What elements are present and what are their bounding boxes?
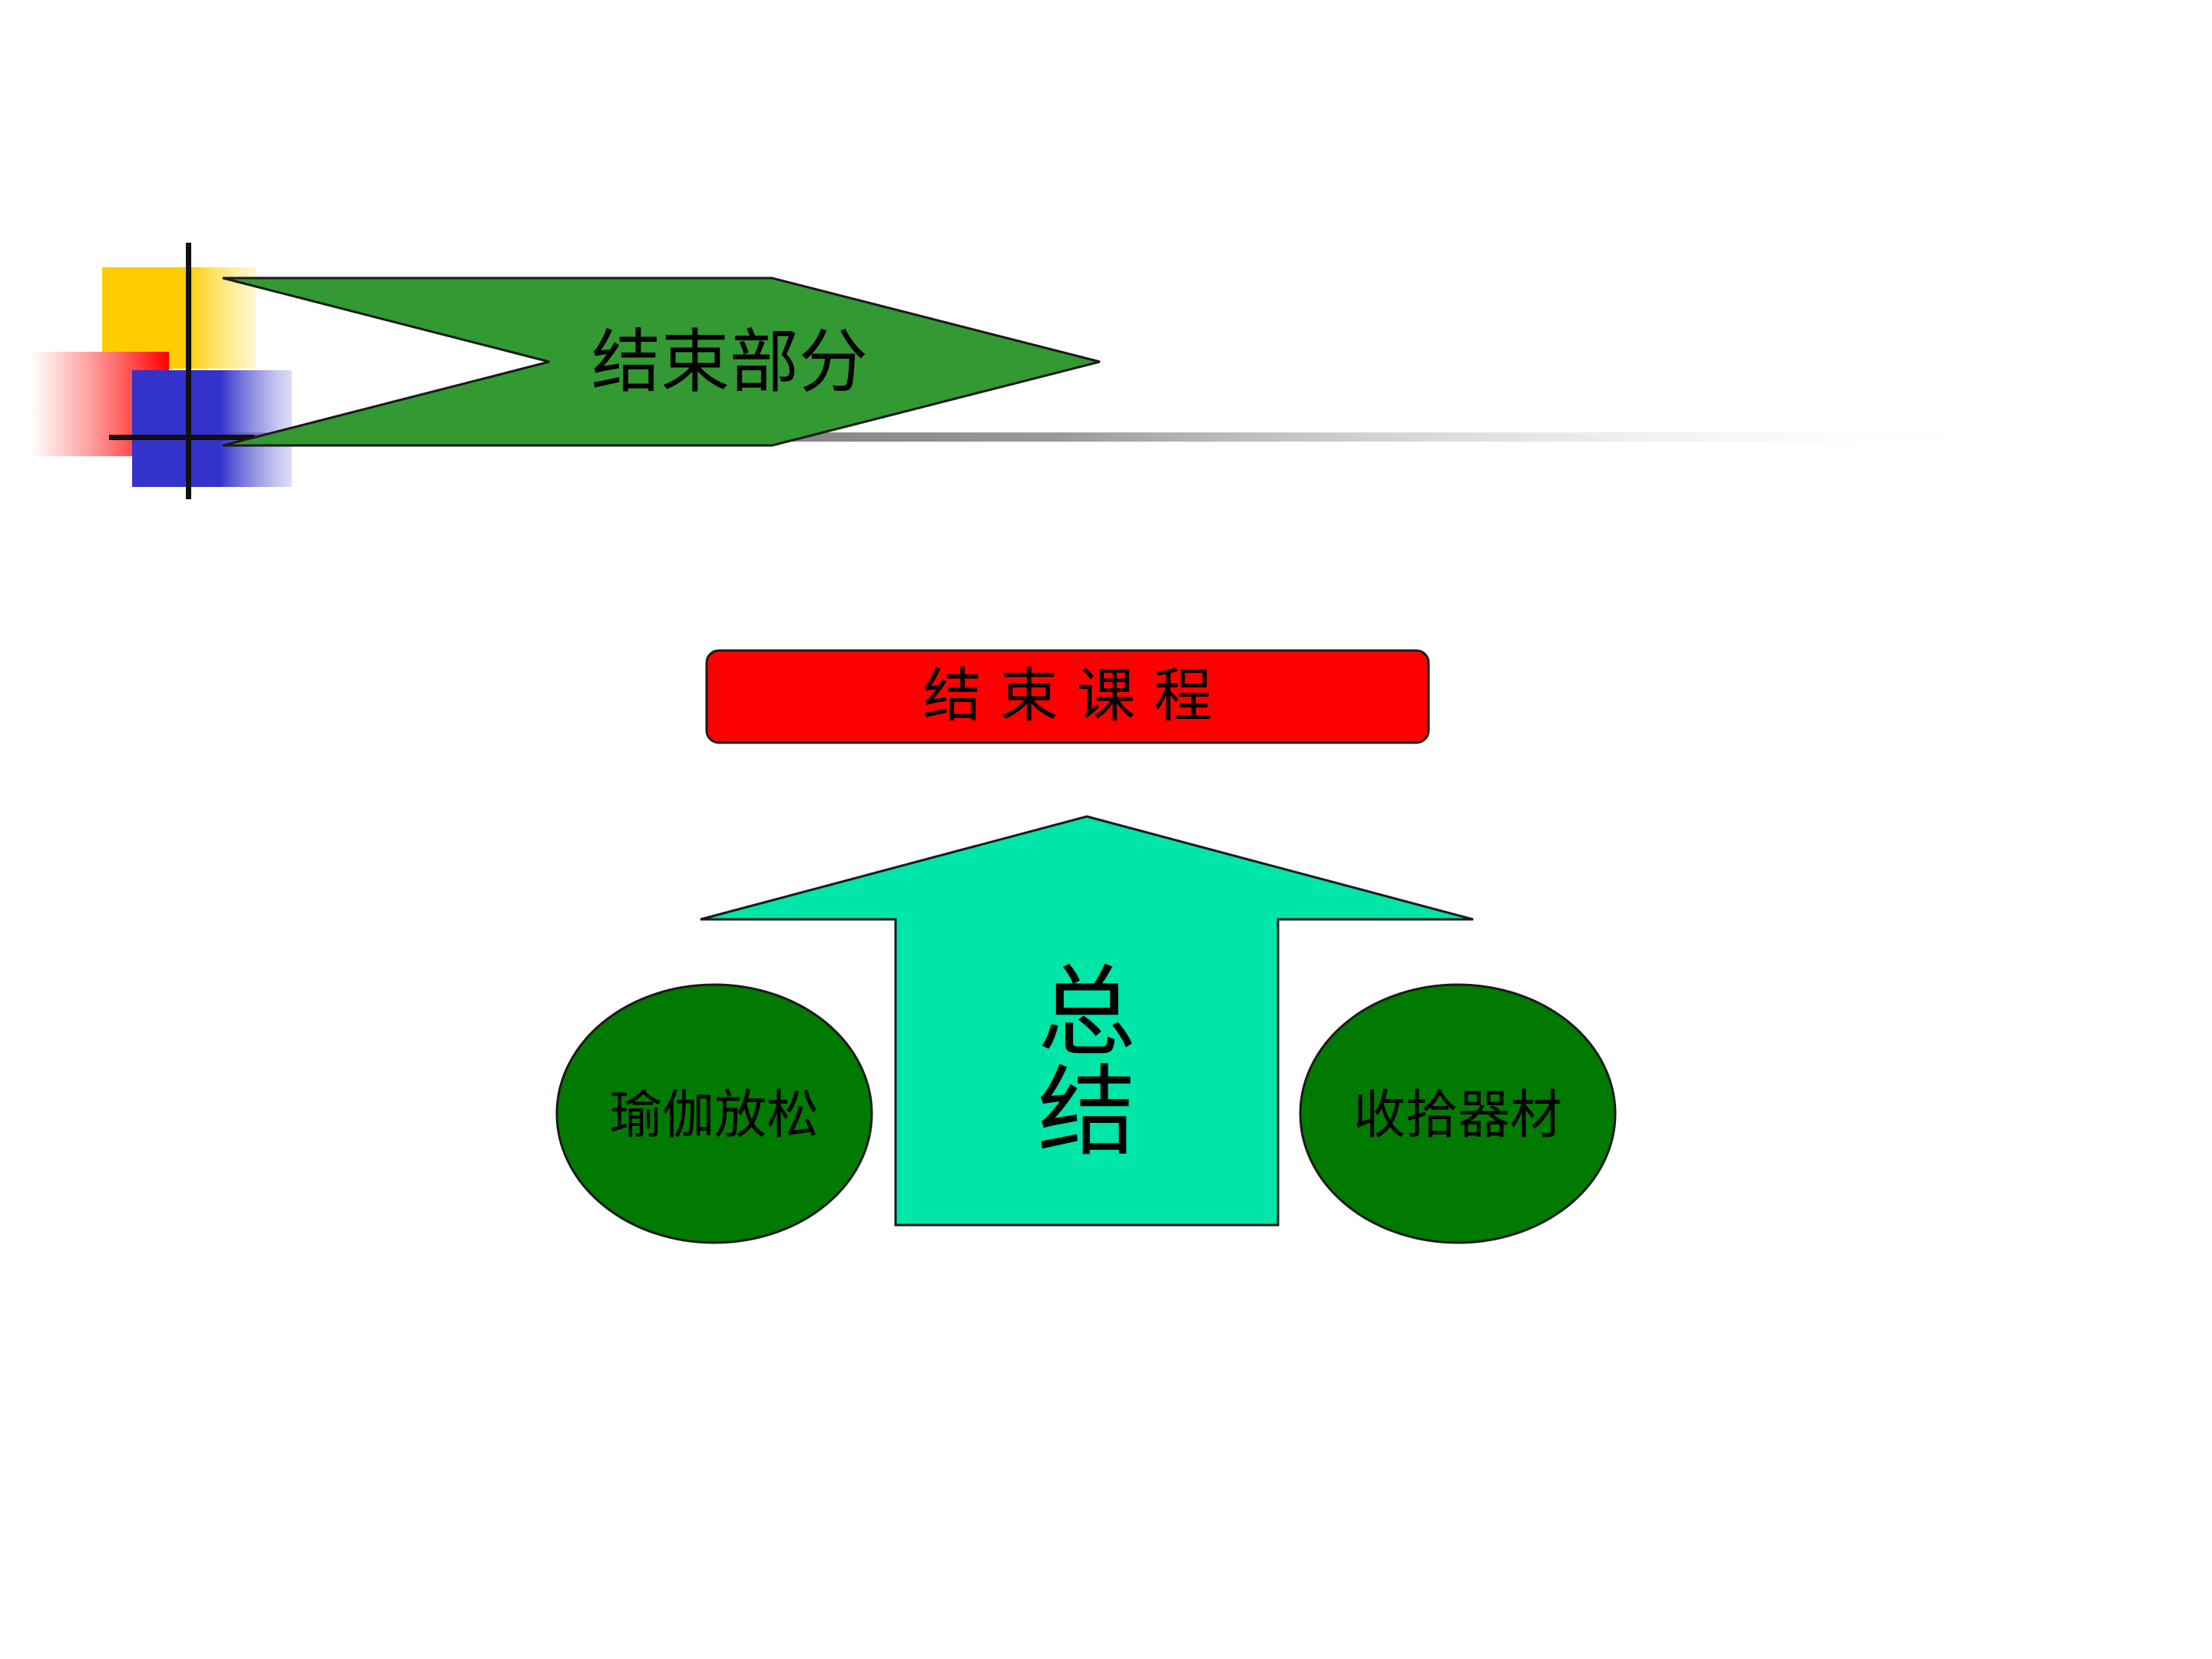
end-course-box xyxy=(705,649,1430,744)
title-text: 结束部分 xyxy=(591,322,868,402)
deco-vertical-line xyxy=(186,243,191,499)
pack-equipment-label: 收拾器材 xyxy=(1353,1085,1562,1146)
arrow-label-line1: 总 xyxy=(1038,955,1136,1070)
corner-decoration xyxy=(31,243,292,499)
arrow-label-line2: 结 xyxy=(1038,1055,1136,1170)
deco-horizontal-line xyxy=(109,435,255,440)
title-banner xyxy=(222,276,1101,447)
yoga-relax-ellipse xyxy=(555,983,873,1244)
summary-arrow xyxy=(700,815,1474,1227)
yoga-relax-label: 瑜伽放松 xyxy=(610,1085,819,1146)
pack-equipment-ellipse xyxy=(1299,983,1617,1244)
deco-blue-square xyxy=(132,370,292,487)
end-course-label: 结 束 课 程 xyxy=(923,661,1212,730)
